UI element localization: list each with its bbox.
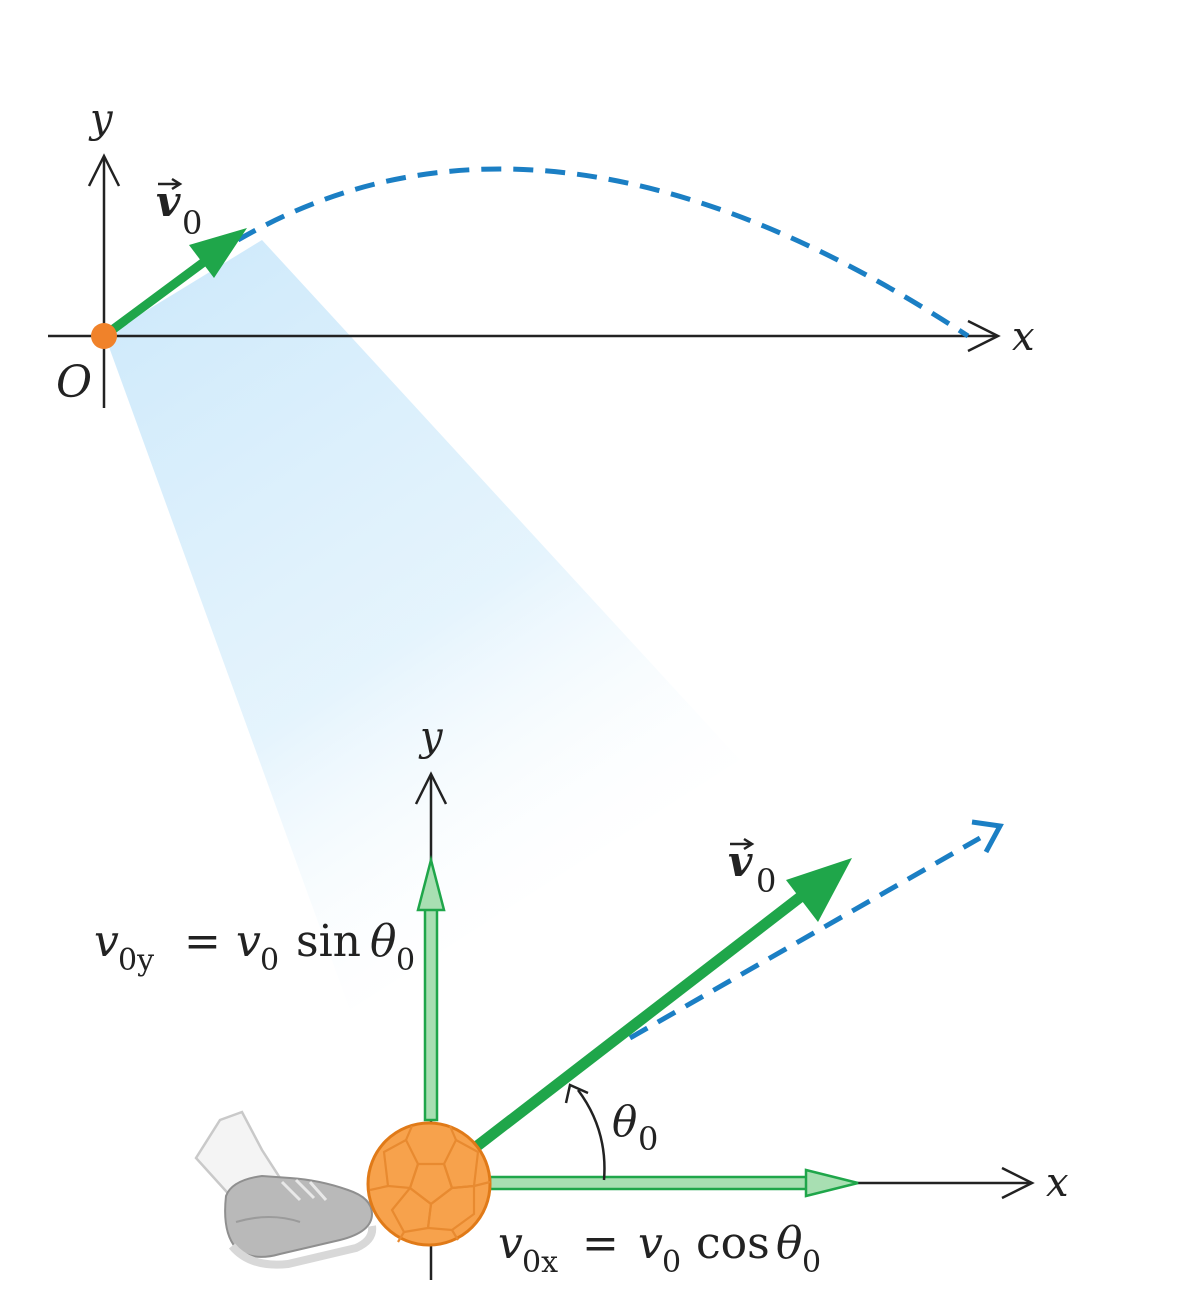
svg-text:θ: θ <box>370 916 397 967</box>
angle-label: θ 0 <box>612 1097 658 1158</box>
top-y-arrowhead <box>87 153 121 187</box>
svg-text:0x: 0x <box>522 1245 558 1280</box>
bottom-velocity-label: v 0 <box>728 837 776 900</box>
vx-component-arrowhead <box>804 1168 859 1198</box>
vy-component-arrowhead <box>416 855 446 912</box>
svg-text:0: 0 <box>260 943 279 978</box>
bottom-trajectory-arrowhead <box>971 819 1004 854</box>
top-x-arrowhead <box>967 319 1001 353</box>
svg-text:0: 0 <box>182 204 202 242</box>
bottom-y-arrowhead <box>414 771 448 805</box>
origin-label: O <box>56 357 92 408</box>
svg-text:0: 0 <box>396 943 415 978</box>
svg-text:0: 0 <box>756 862 776 900</box>
bottom-y-label: y <box>418 714 444 760</box>
vx-component-shaft <box>488 1175 812 1191</box>
bottom-x-label: x <box>1046 1160 1069 1206</box>
svg-text:v: v <box>236 916 261 967</box>
angle-arc <box>576 1089 606 1181</box>
svg-text:v: v <box>638 1218 663 1269</box>
vy-component-shaft <box>423 898 439 1122</box>
zoom-cone <box>105 240 740 1010</box>
soccer-ball <box>366 1121 492 1247</box>
bottom-velocity-arrowhead <box>786 858 852 922</box>
bottom-x-arrowhead <box>1001 1166 1035 1200</box>
bottom-diagram: y x v 0 θ 0 v 0y = v 0 sin θ 0 v 0x = v <box>94 714 1069 1280</box>
trajectory-dashed <box>236 166 970 339</box>
origin-dot <box>91 323 117 349</box>
svg-text:v: v <box>498 1218 523 1269</box>
svg-text:=: = <box>184 916 221 967</box>
bottom-velocity-arrow <box>468 883 816 1155</box>
svg-text:θ: θ <box>612 1097 637 1146</box>
svg-text:v: v <box>94 916 119 967</box>
top-velocity-arrowhead <box>189 228 247 278</box>
kicking-shoe <box>194 1110 377 1269</box>
top-y-label: y <box>88 96 114 142</box>
svg-text:0: 0 <box>662 1245 681 1280</box>
top-velocity-arrow <box>101 249 219 340</box>
bottom-trajectory-dashed <box>628 835 982 1041</box>
svg-text:cos: cos <box>696 1218 770 1269</box>
top-x-label: x <box>1012 314 1035 360</box>
angle-arc-arrowhead <box>564 1083 589 1104</box>
vy-equation-label: v 0y = v 0 sin θ 0 <box>94 916 415 978</box>
svg-text:θ: θ <box>776 1218 803 1269</box>
svg-text:sin: sin <box>296 916 361 967</box>
vx-equation-label: v 0x = v 0 cos θ 0 <box>498 1218 821 1280</box>
svg-text:0y: 0y <box>118 943 154 978</box>
svg-text:0: 0 <box>802 1245 821 1280</box>
svg-text:0: 0 <box>638 1120 658 1158</box>
svg-text:=: = <box>582 1218 619 1269</box>
top-diagram: y x O v 0 <box>48 96 1035 408</box>
top-velocity-label: v 0 <box>156 177 202 242</box>
